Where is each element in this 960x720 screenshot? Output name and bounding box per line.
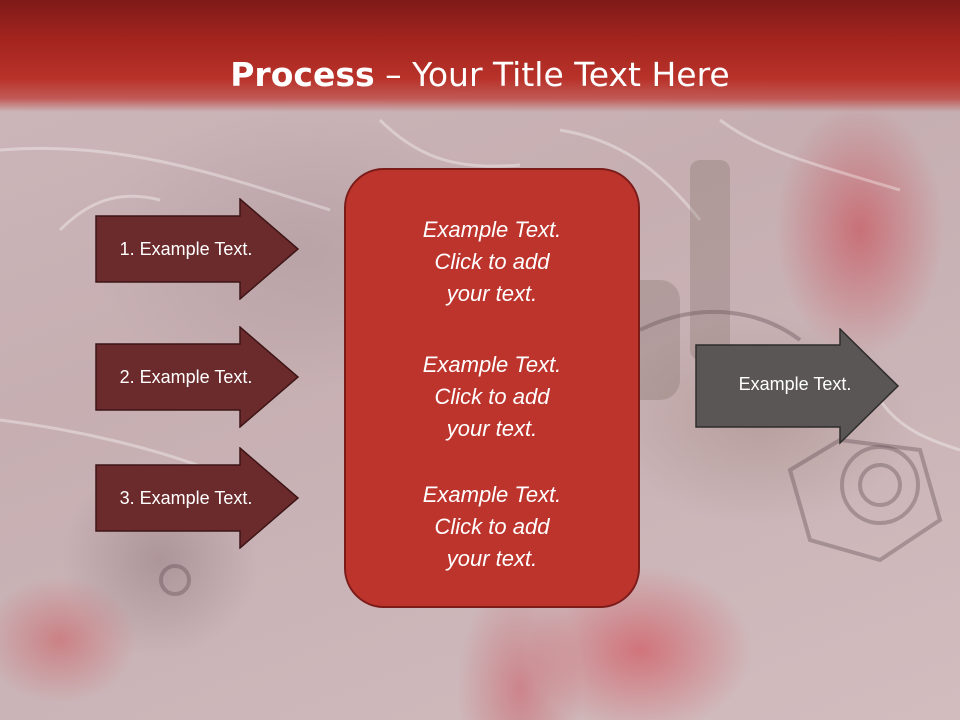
left-arrow-label: 3. Example Text. [119,487,253,508]
left-arrow-1[interactable]: 1. Example Text. [95,198,300,304]
left-arrow-label: 2. Example Text. [119,366,253,387]
slide-title[interactable]: Process – Your Title Text Here [0,55,960,95]
center-block-line: your text. [446,281,538,306]
center-block-2: Example Text. Click to add your text. [346,349,638,445]
arrow-shape-icon [95,198,300,300]
center-block-1: Example Text. Click to add your text. [346,214,638,310]
left-arrow-2[interactable]: 2. Example Text. [95,326,300,432]
center-text-box[interactable]: Example Text. Click to add your text. Ex… [344,168,640,608]
title-bold: Process [230,55,375,94]
right-arrow-label: Example Text. [738,373,852,394]
center-block-line: Click to add [434,249,550,274]
center-block-3: Example Text. Click to add your text. [346,479,638,575]
arrow-shape-icon [95,447,300,549]
arrow-shape-icon [695,328,900,445]
arrow-shape-icon [95,326,300,428]
center-block-line: Click to add [434,384,550,409]
right-arrow[interactable]: Example Text. [695,328,900,445]
title-rest: – Your Title Text Here [374,55,730,94]
center-block-line: Example Text. [422,352,562,377]
left-arrow-label: 1. Example Text. [119,238,253,259]
center-block-line: Click to add [434,514,550,539]
center-block-line: Example Text. [422,482,562,507]
center-block-line: Example Text. [422,217,562,242]
left-arrow-3[interactable]: 3. Example Text. [95,447,300,553]
center-block-line: your text. [446,546,538,571]
center-block-line: your text. [446,416,538,441]
title-bar [0,0,960,112]
